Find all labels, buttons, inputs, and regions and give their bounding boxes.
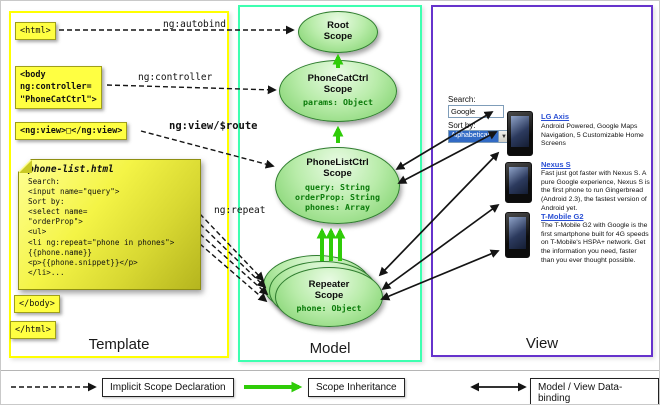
repeater-scope: Repeater Scope phone: Object (275, 267, 383, 327)
phonecatctrl-scope-title: PhoneCatCtrl Scope (307, 73, 369, 95)
legend-model-view-data-binding: Model / View Data-binding (530, 378, 659, 404)
repeater-scope-title: Repeater Scope (308, 279, 350, 301)
phone-list-note-body: phone-list.html Search: <input name="que… (18, 159, 201, 290)
phone-list-note-code: Search: <input name="query"> Sort by: <s… (28, 177, 175, 277)
phone-desc-3: The T-Mobile G2 with Google is the first… (541, 222, 649, 264)
search-label: Search: (448, 95, 476, 104)
search-input[interactable] (448, 105, 504, 118)
body-close-tag: </body> (14, 295, 60, 314)
phone-screen-3 (509, 217, 526, 249)
phonelistctrl-scope: PhoneListCtrl Scope query: String orderP… (275, 147, 400, 224)
phone-link-3[interactable]: T-Mobile G2 (541, 212, 584, 221)
ng-view-route-label: ng:view/$route (169, 120, 258, 132)
legend-scope-inheritance: Scope Inheritance (308, 378, 405, 397)
phone-image-2 (505, 162, 532, 203)
model-column-label: Model (309, 340, 351, 357)
repeater-scope-props: phone: Object (296, 303, 362, 314)
phone-desc-2: Fast just got faster with Nexus S. A pur… (541, 170, 650, 212)
ng-autobind-label: ng:autobind (163, 19, 226, 30)
phonecatctrl-scope: PhoneCatCtrl Scope params: Object (279, 60, 397, 122)
phone-desc-1: Android Powered, Google Maps Navigation,… (541, 123, 644, 148)
phone-list-note-title: phone-list.html (28, 164, 114, 175)
body-open-tag: <body ng:controller= "PhoneCatCtrl"> (15, 66, 102, 109)
sort-label: Sort by: (448, 121, 476, 130)
ng-view-tag: <ng:view>□</ng:view> (15, 122, 128, 141)
phone-link-1[interactable]: LG Axis (541, 112, 570, 121)
html-close-tag: </html> (10, 321, 56, 340)
phonelistctrl-scope-props: query: String orderProp: String phones: … (295, 181, 380, 213)
phone-image-3 (505, 212, 530, 258)
phone-list-note: phone-list.html Search: <input name="que… (18, 159, 201, 290)
phone-image-1 (507, 111, 533, 156)
sort-select-value: Alphabetical (449, 131, 498, 142)
template-column-label: Template (88, 336, 150, 353)
phonecatctrl-scope-props: params: Object (303, 97, 373, 108)
ng-controller-label: ng:controller (138, 72, 213, 83)
sort-select[interactable]: Alphabetical ▼ (448, 130, 510, 143)
ng-repeat-label: ng:repeat (214, 205, 266, 216)
legend-divider (1, 370, 659, 371)
view-column-label: View (525, 335, 559, 352)
html-open-tag: <html> (15, 22, 56, 41)
phonelistctrl-scope-title: PhoneListCtrl Scope (306, 157, 369, 179)
phone-link-2[interactable]: Nexus S (541, 160, 571, 169)
legend-implicit-scope-declaration: Implicit Scope Declaration (102, 378, 234, 397)
phone-screen-1 (511, 116, 529, 147)
root-scope-title: Root Scope (323, 20, 353, 42)
dropdown-arrow-icon[interactable]: ▼ (498, 131, 509, 142)
phone-screen-2 (509, 167, 528, 194)
root-scope: Root Scope (298, 11, 378, 53)
note-fold-corner (19, 160, 32, 173)
